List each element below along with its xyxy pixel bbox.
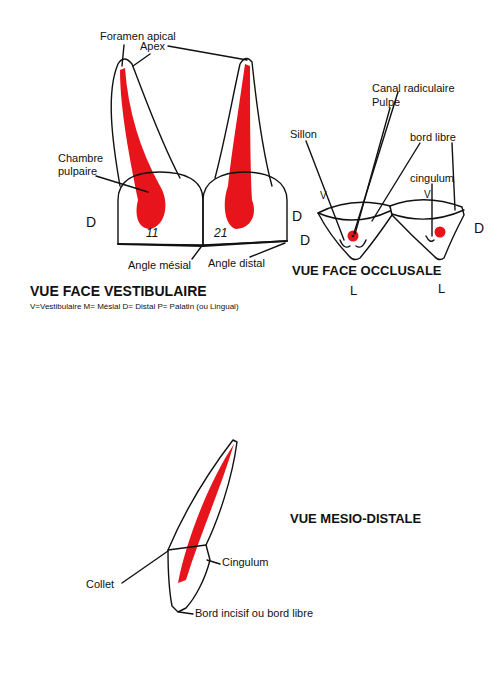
part-label: Collet — [86, 578, 114, 591]
incisal-edge — [392, 210, 464, 219]
orientation-letter: D — [292, 208, 302, 224]
pulp — [348, 231, 359, 242]
orientation-letter: L — [350, 284, 357, 299]
leader-line — [168, 46, 247, 60]
tooth-number: 11 — [146, 227, 158, 241]
occlusal-outline — [390, 200, 464, 260]
orientation-letter: D — [300, 232, 310, 248]
leader-line — [179, 612, 193, 614]
crown-outline — [203, 172, 287, 245]
part-label: Pulpe — [372, 96, 400, 109]
part-label: Sillon — [290, 128, 317, 141]
part-label: Bord incisif ou bord libre — [195, 607, 313, 620]
leader-line — [355, 108, 390, 234]
part-label: Canal radiculaire — [372, 82, 455, 95]
orientation-letter: D — [86, 214, 96, 230]
tooth-number: 21 — [214, 227, 227, 241]
part-label: Angle distal — [208, 257, 265, 270]
leader-line — [122, 551, 168, 583]
leader-line — [354, 92, 398, 233]
part-label: Chambre pulpaire — [58, 152, 114, 177]
incisal-edge — [318, 211, 390, 220]
leader-line — [306, 141, 344, 240]
leader-line — [431, 184, 432, 236]
leader-line — [96, 176, 148, 192]
pulp — [435, 227, 446, 238]
leader-line — [192, 247, 201, 259]
legend-note: V=Vestibulaire M= Mésial D= Distal P= Pa… — [30, 302, 239, 311]
orientation-letter: V — [320, 190, 327, 202]
orientation-letter: D — [474, 220, 484, 236]
part-label: Apex — [140, 40, 165, 53]
groove — [340, 240, 366, 247]
view-heading: VUE MESIO-DISTALE — [290, 512, 421, 527]
incisal-edge — [118, 241, 287, 246]
tooth-profile — [168, 440, 237, 612]
pulp — [120, 68, 165, 229]
pulp — [225, 64, 254, 229]
leader-line — [133, 54, 150, 66]
crown-outline — [118, 172, 203, 245]
part-label: cingulum — [410, 172, 454, 185]
leader-line — [250, 243, 285, 257]
canal — [352, 235, 355, 238]
view-heading: VUE FACE VESTIBULAIRE — [30, 283, 207, 299]
part-label: bord libre — [410, 131, 456, 144]
leader-line — [207, 560, 220, 564]
part-label: Angle mésial — [128, 259, 191, 272]
orientation-letter: L — [438, 282, 445, 297]
orientation-letter: V — [424, 189, 431, 201]
part-label: Cingulum — [222, 556, 268, 569]
view-heading: VUE FACE OCCLUSALE — [292, 264, 442, 279]
leader-line — [122, 45, 124, 66]
groove — [426, 236, 434, 241]
collet-line — [168, 545, 206, 550]
